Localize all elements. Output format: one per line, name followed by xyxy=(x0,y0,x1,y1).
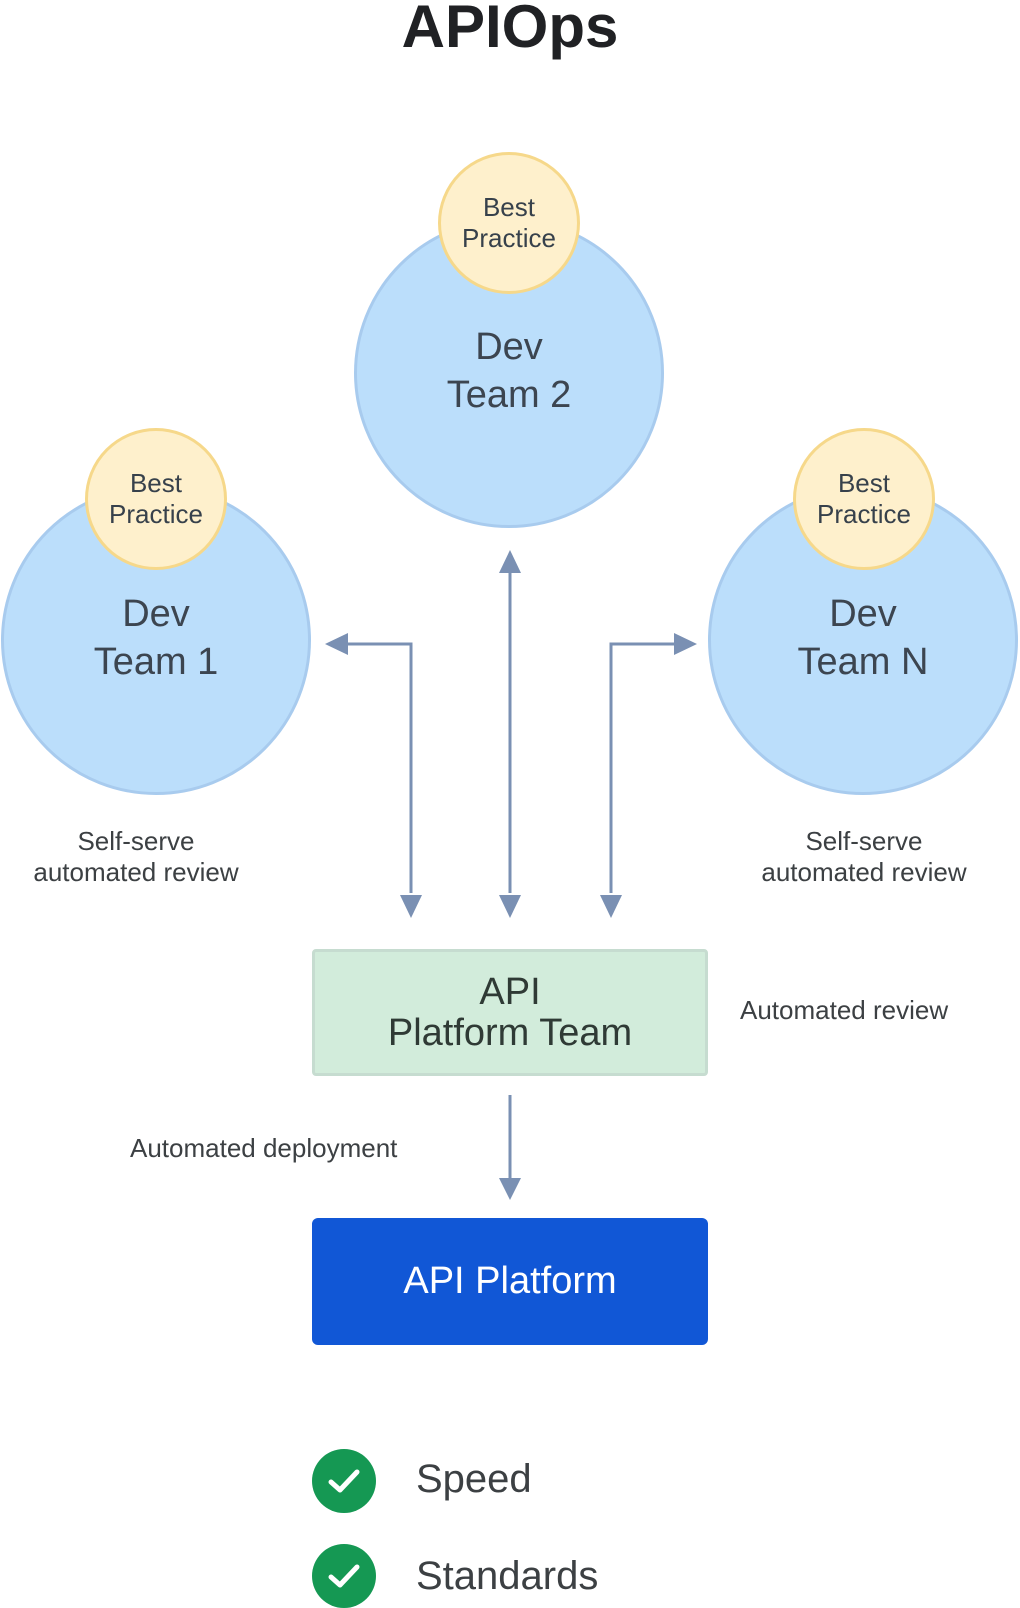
benefit-speed: Speed xyxy=(416,1457,532,1501)
dev-team-1-label-line2: Team 1 xyxy=(93,641,219,683)
diagram-title: APIOps xyxy=(401,0,619,60)
arrowhead-to-teamn xyxy=(674,633,697,655)
arrowhead-to-team1 xyxy=(325,633,348,655)
automated-review-note: Automated review xyxy=(740,995,949,1025)
best-practice-label: Best Practice xyxy=(817,468,911,529)
best-practice-label: Best Practice xyxy=(109,468,203,529)
arrowhead-to-api-platform xyxy=(499,1178,521,1200)
best-practice-badge-team-1: Best Practice xyxy=(85,428,227,570)
self-serve-review-note-right: Self-serve automated review xyxy=(761,826,967,887)
self-serve-review-note-left: Self-serve automated review xyxy=(33,826,239,887)
dev-team-2-label-line2: Team 2 xyxy=(446,374,572,416)
dev-team-n-label-line1: Dev xyxy=(829,593,897,635)
check-circle-icon xyxy=(312,1449,376,1513)
dev-team-1-label-line1: Dev xyxy=(122,593,190,635)
benefit-standards: Standards xyxy=(416,1554,599,1598)
api-platform-team-box: API Platform Team xyxy=(312,949,708,1076)
best-practice-badge-team-n: Best Practice xyxy=(793,428,935,570)
check-circle-icon xyxy=(312,1544,376,1608)
arrowhead-center-to-platform-team xyxy=(499,895,521,918)
dev-team-2-label-line1: Dev xyxy=(475,326,543,368)
dev-team-n-label-line2: Team N xyxy=(797,641,929,683)
best-practice-badge-team-2: Best Practice xyxy=(438,152,580,294)
arrow-team1-platform-line xyxy=(345,642,413,893)
best-practice-label: Best Practice xyxy=(462,192,556,253)
api-platform-box: API Platform xyxy=(312,1218,708,1345)
automated-deployment-note: Automated deployment xyxy=(130,1133,398,1163)
api-platform-label: API Platform xyxy=(403,1260,617,1302)
arrowhead-left-to-platform-team xyxy=(400,895,422,918)
arrow-teamn-platform-line xyxy=(609,642,676,893)
arrowhead-to-team2 xyxy=(499,550,521,573)
arrowhead-right-to-platform-team xyxy=(600,895,622,918)
api-platform-team-label: API Platform Team xyxy=(387,970,633,1054)
